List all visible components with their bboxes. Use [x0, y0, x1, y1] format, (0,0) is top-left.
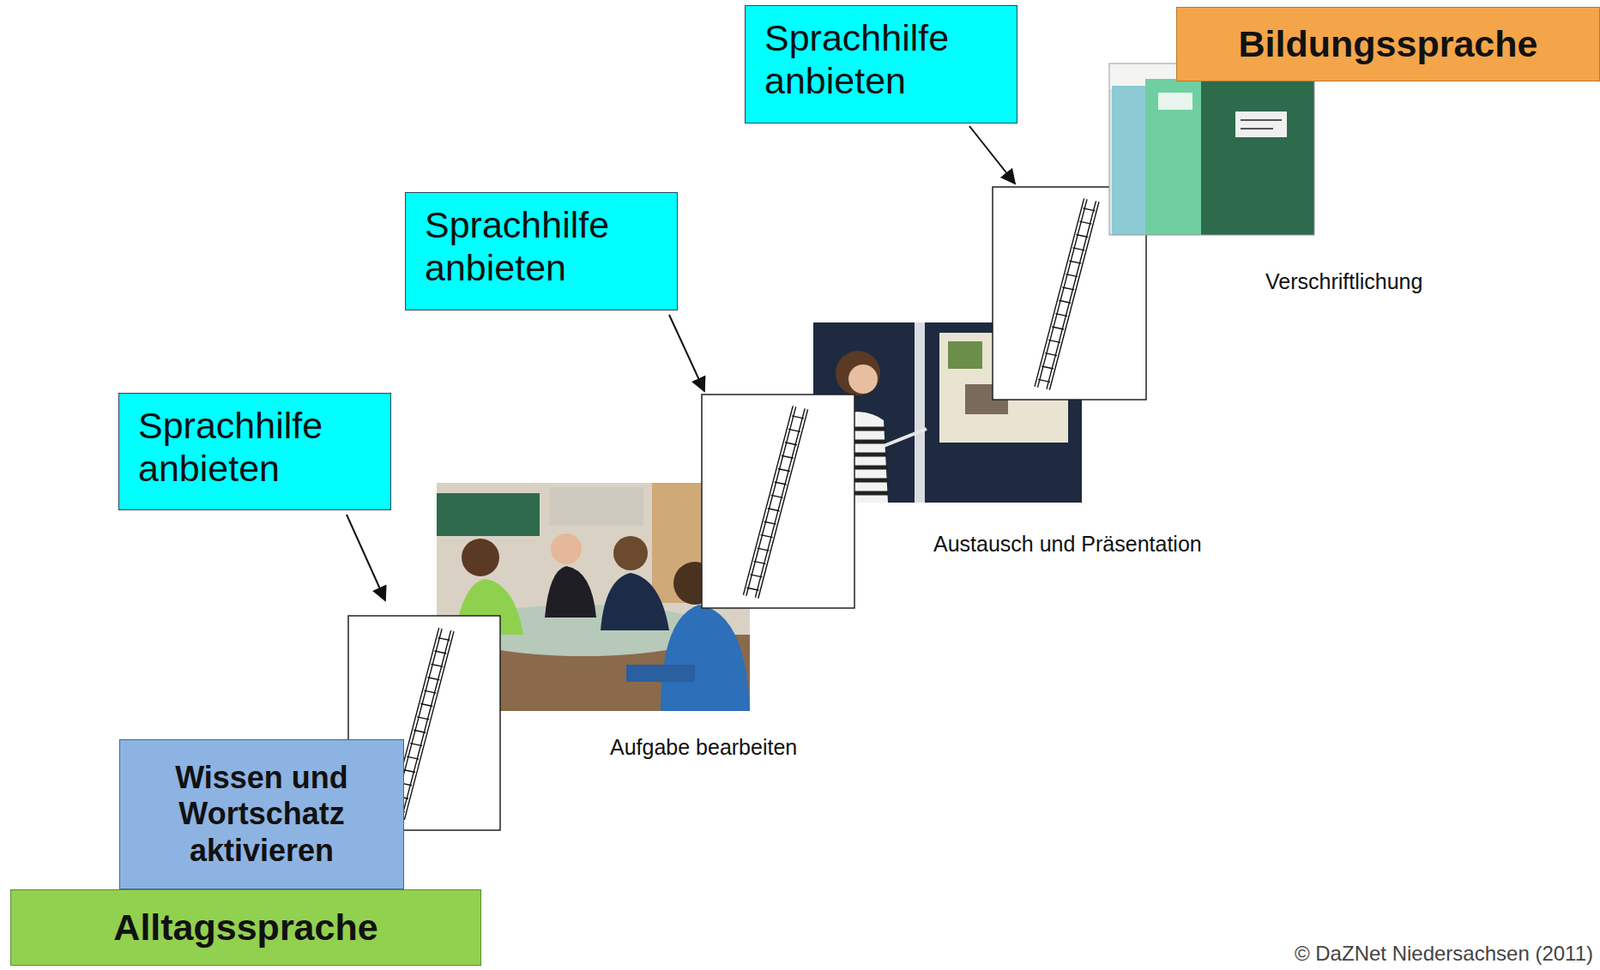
box-text: Wissen und Wortschatz aktivieren — [128, 760, 395, 869]
group-work-photo — [613, 536, 648, 571]
box-text: Sprachhilfe anbieten — [764, 16, 998, 103]
folders-photo — [1109, 63, 1315, 236]
folders-photo — [1158, 92, 1193, 110]
ladder-box — [744, 406, 807, 598]
group-work-photo — [600, 573, 670, 631]
pointer-arrows — [346, 514, 386, 601]
box-text: Alltagssprache — [23, 905, 469, 949]
ladder-box — [1036, 199, 1098, 390]
pointer-arrows — [969, 126, 1015, 184]
help-box: Sprachhilfe anbieten — [118, 392, 392, 511]
group-work-photo — [626, 664, 695, 683]
group-work-photo — [550, 533, 582, 565]
group-work-photo — [436, 493, 540, 537]
group-work-photo — [549, 487, 644, 526]
group-work-photo — [544, 566, 597, 618]
pointer-arrows — [346, 126, 1015, 601]
group-work-photo — [461, 538, 500, 577]
help-box: Sprachhilfe anbieten — [404, 192, 678, 311]
step-caption: Austausch und Präsentation — [933, 531, 1202, 557]
folders-photo — [1109, 63, 1315, 236]
ladder-box — [701, 394, 855, 609]
box-text: Bildungssprache — [1189, 22, 1588, 66]
copyright-note: © DaZNet Niedersachsen (2011) — [1294, 941, 1594, 967]
step-caption: Aufgabe bearbeiten — [609, 735, 797, 761]
box-text: Sprachhilfe anbieten — [424, 203, 659, 290]
group-work-photo — [660, 604, 750, 712]
help-box: Sprachhilfe anbieten — [744, 5, 1018, 124]
pointer-arrows — [669, 314, 705, 392]
folders-photo — [1201, 70, 1315, 236]
ladder-box — [701, 394, 855, 609]
presentation-photo — [883, 428, 927, 447]
box-text: Sprachhilfe anbieten — [138, 404, 372, 491]
step-box: Wissen und Wortschatz aktivieren — [119, 739, 405, 890]
presentation-photo — [835, 350, 881, 396]
level-band: Alltagssprache — [10, 889, 482, 967]
level-band: Bildungssprache — [1176, 6, 1600, 82]
presentation-photo — [947, 341, 983, 369]
presentation-photo — [848, 364, 878, 394]
folders-photo — [1240, 120, 1282, 129]
photo-frame — [1109, 63, 1315, 236]
presentation-photo — [914, 322, 925, 503]
step-caption: Verschriftlichung — [1265, 269, 1423, 295]
folders-photo — [1235, 111, 1287, 138]
